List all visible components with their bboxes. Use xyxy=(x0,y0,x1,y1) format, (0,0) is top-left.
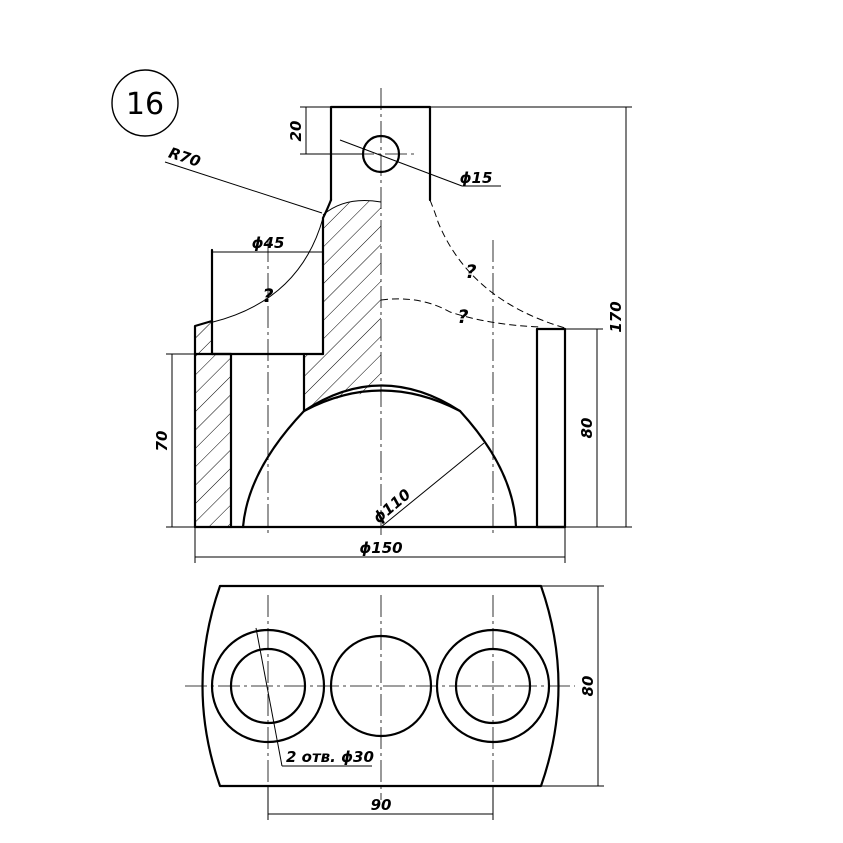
svg-text:80: 80 xyxy=(578,418,596,439)
dim-left-height: 70 xyxy=(153,353,195,528)
left-hole-circle xyxy=(229,647,307,725)
dim-top-height: 20 xyxy=(287,106,363,155)
svg-text:170: 170 xyxy=(607,301,625,332)
hatch-center-body xyxy=(304,200,381,411)
svg-text:80: 80 xyxy=(579,676,597,697)
right-fillet-hidden xyxy=(429,199,566,329)
front-view: ? ? ? 20 ϕ15 R70 ϕ45 xyxy=(153,88,632,563)
svg-text:90: 90 xyxy=(371,796,392,814)
hatch-left-wall xyxy=(195,354,231,527)
dim-top-depth: 80 xyxy=(541,585,604,787)
center-boss-circle xyxy=(329,634,433,738)
dim-boss-diameter: ϕ45 xyxy=(212,234,323,253)
drawing-number: 16 xyxy=(126,87,164,122)
arch-outline xyxy=(241,384,518,529)
mid-curve-hidden xyxy=(380,298,541,328)
right-boss-circle xyxy=(435,628,551,744)
left-boss-circle xyxy=(210,628,326,744)
dim-total-height: 170 xyxy=(430,106,632,528)
dim-width: ϕ150 xyxy=(194,527,566,563)
left-lip xyxy=(193,319,214,529)
svg-text:ϕ110: ϕ110 xyxy=(369,485,414,527)
svg-text:2 отв. ϕ30: 2 отв. ϕ30 xyxy=(286,748,374,766)
svg-text:ϕ45: ϕ45 xyxy=(252,234,285,252)
question-mark-right: ? xyxy=(465,261,476,283)
left-fillet-curve xyxy=(212,217,324,323)
drawing-number-badge: 16 xyxy=(111,69,179,137)
dim-hole-diameter: ϕ15 xyxy=(339,139,501,187)
right-wall xyxy=(535,327,567,529)
top-view: 80 90 2 отв. ϕ30 xyxy=(185,584,604,820)
dim-right-height: 80 xyxy=(565,328,603,527)
arch-top xyxy=(302,389,462,413)
svg-text:R70: R70 xyxy=(166,144,202,171)
dim-top-spacing: 90 xyxy=(267,786,494,820)
section-cut-curve xyxy=(322,200,382,216)
left-neck-line xyxy=(321,198,333,356)
svg-text:70: 70 xyxy=(153,431,171,452)
dim-arch-diameter: ϕ110 xyxy=(369,442,485,528)
svg-text:ϕ150: ϕ150 xyxy=(359,539,402,557)
svg-text:20: 20 xyxy=(287,121,305,142)
dim-holes-leader: 2 отв. ϕ30 xyxy=(255,627,374,767)
dim-radius: R70 xyxy=(164,144,323,214)
hatch-left-lip xyxy=(195,321,212,354)
question-mark-middle: ? xyxy=(457,306,468,328)
right-hole-circle xyxy=(454,647,532,725)
left-bore xyxy=(229,352,306,529)
svg-text:ϕ15: ϕ15 xyxy=(460,169,493,187)
question-mark-left: ? xyxy=(262,285,273,307)
